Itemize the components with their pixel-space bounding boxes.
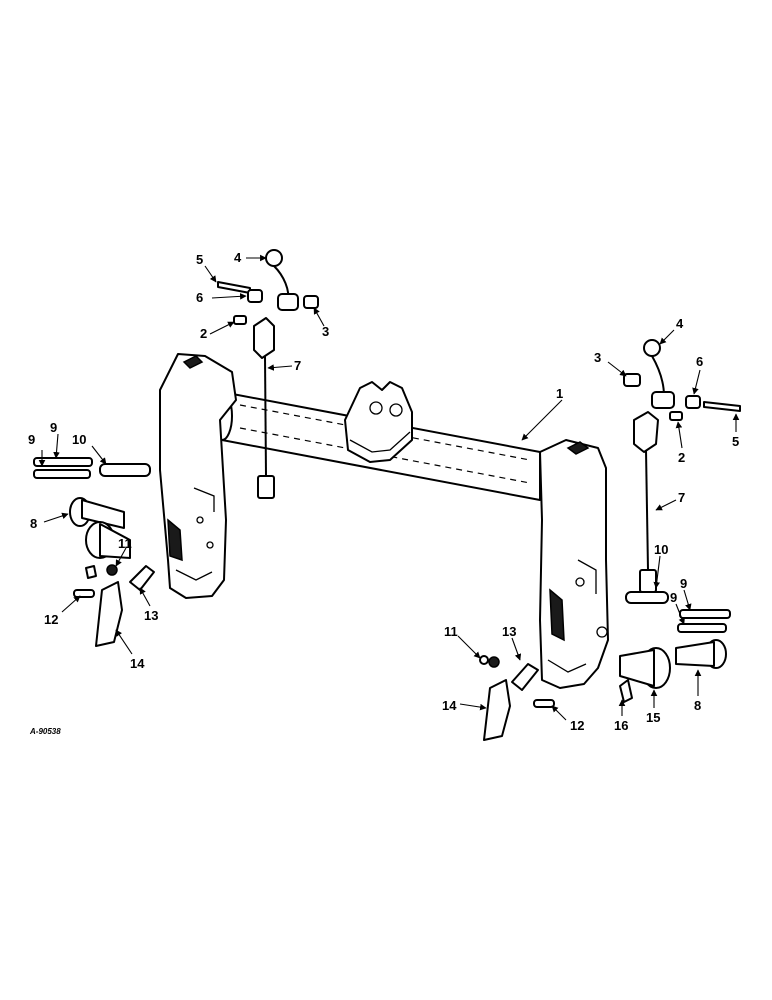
clip-11-left	[85, 564, 118, 579]
pin-12-right	[533, 699, 555, 708]
pin-5-left	[217, 281, 251, 294]
pin-9-left-b	[33, 469, 91, 479]
block-3-left-b	[303, 295, 319, 309]
block-3-right	[623, 373, 641, 387]
leader-lines	[38, 254, 740, 721]
callout-3-left: 3	[322, 324, 329, 339]
callout-12-right: 12	[570, 718, 584, 733]
callout-11-right: 11	[444, 624, 458, 639]
bushing-15-left	[85, 521, 131, 559]
callout-5-left: 5	[196, 252, 203, 267]
callout-13-right: 13	[502, 624, 516, 639]
callout-4-right: 4	[676, 316, 684, 331]
pin-9-right-b	[677, 623, 727, 633]
callout-9-left-a: 9	[28, 432, 35, 447]
callout-10-left: 10	[72, 432, 86, 447]
callout-2-right: 2	[678, 450, 685, 465]
latch-13-right	[511, 663, 539, 691]
callout-9-right-a: 9	[680, 576, 687, 591]
bushing-6-left	[247, 289, 263, 303]
callout-9-right-b: 9	[670, 590, 677, 605]
callout-15: 15	[646, 710, 660, 725]
callout-14-left: 14	[130, 656, 145, 671]
pin-9-right-a	[679, 609, 731, 619]
callout-12-left: 12	[44, 612, 58, 627]
pin-8-left	[69, 497, 125, 529]
figure-code: A-90538	[29, 727, 61, 736]
block-3-left-a	[277, 293, 299, 311]
callout-7-right: 7	[678, 490, 685, 505]
callout-1: 1	[556, 386, 563, 401]
latch-14-left	[95, 581, 123, 647]
bolt-2-right	[669, 411, 683, 421]
pin-9-left-a	[33, 457, 93, 467]
right-hook-frame	[539, 439, 609, 689]
callout-14-right: 14	[442, 698, 457, 713]
callout-3-right: 3	[594, 350, 601, 365]
link-7-right	[633, 411, 659, 593]
pin-10-right	[625, 591, 669, 604]
callout-11-left: 11	[118, 536, 132, 551]
pin-12-left	[73, 589, 95, 598]
callout-5-right: 5	[732, 434, 739, 449]
clip-11-right	[479, 655, 500, 668]
pin-8-right	[675, 639, 727, 669]
bushing-6-right	[685, 395, 701, 409]
callout-7-left: 7	[294, 358, 301, 373]
bushing-15-right	[619, 647, 671, 689]
callout-2-left: 2	[200, 326, 207, 341]
callout-13-left: 13	[144, 608, 158, 623]
callout-4-left: 4	[234, 250, 242, 265]
latch-13-left	[129, 565, 155, 591]
link-7-left	[253, 317, 275, 499]
callout-8-left: 8	[30, 516, 37, 531]
left-hook-frame	[159, 353, 237, 599]
latch-14-right	[483, 679, 511, 741]
pin-10-left	[99, 463, 151, 477]
center-clevis	[344, 381, 413, 463]
callout-16: 16	[614, 718, 628, 733]
pin-16	[619, 679, 633, 703]
bracket-right	[651, 391, 675, 409]
callout-9-left-b: 9	[50, 420, 57, 435]
callout-6-left: 6	[196, 290, 203, 305]
bolt-2-left	[233, 315, 247, 325]
callout-10-right: 10	[654, 542, 668, 557]
callout-8-right: 8	[694, 698, 701, 713]
pin-5-right	[703, 401, 741, 412]
callout-6-right: 6	[696, 354, 703, 369]
handle-4-right	[643, 339, 665, 397]
